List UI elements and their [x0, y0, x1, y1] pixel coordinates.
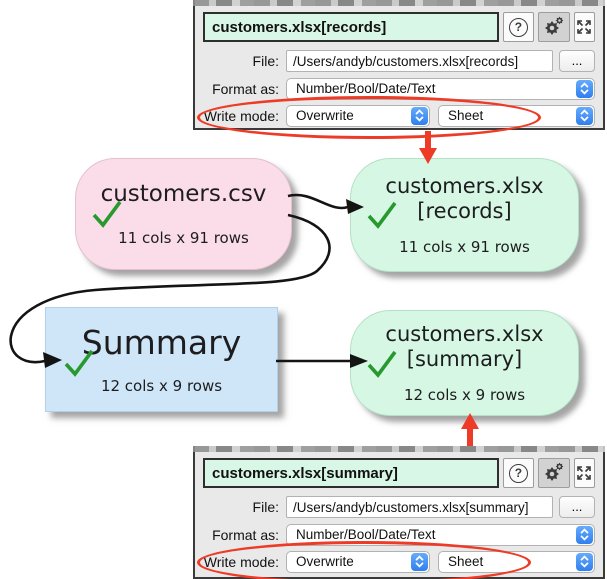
stepper-icon: [576, 525, 593, 544]
settings-button[interactable]: [538, 458, 570, 488]
node-customers-csv[interactable]: customers.csv 11 cols x 91 rows: [75, 158, 292, 270]
write-mode-select[interactable]: Overwrite: [286, 104, 430, 127]
expand-button[interactable]: [573, 12, 595, 42]
node-summary-transform[interactable]: Summary 12 cols x 9 rows: [45, 307, 278, 412]
node-stats: 11 cols x 91 rows: [399, 237, 530, 256]
torn-screenshot-edge: [193, 446, 605, 452]
question-mark-icon: ?: [508, 17, 528, 37]
write-target-select[interactable]: Sheet: [438, 550, 595, 573]
settings-button[interactable]: [538, 12, 570, 42]
node-stats: 12 cols x 9 rows: [100, 376, 223, 395]
success-check-icon: [92, 201, 122, 229]
node-title-file: customers.xlsx: [385, 174, 544, 199]
expand-arrows-icon: [577, 466, 592, 480]
browse-button[interactable]: ...: [559, 496, 595, 518]
node-title-file: customers.xlsx: [385, 322, 544, 347]
node-customers-xlsx-records[interactable]: customers.xlsx [records] 11 cols x 91 ro…: [350, 158, 579, 272]
file-path-field[interactable]: /Users/andyb/customers.xlsx[summary]: [286, 496, 553, 518]
file-path-field[interactable]: /Users/andyb/customers.xlsx[records]: [286, 50, 553, 72]
output-settings-panel-records: customers.xlsx[records] ?: [193, 0, 605, 139]
gear-icon: [545, 462, 564, 481]
file-label: File:: [252, 53, 279, 69]
node-title: Summary: [81, 323, 242, 363]
expand-arrows-icon: [577, 20, 592, 34]
format-as-select[interactable]: Number/Bool/Date/Text: [286, 77, 595, 100]
write-mode-value: Overwrite: [296, 108, 354, 123]
node-title-ref: [records]: [417, 199, 512, 223]
stepper-icon: [576, 106, 593, 125]
torn-screenshot-edge: [193, 0, 605, 6]
format-as-select[interactable]: Number/Bool/Date/Text: [286, 523, 595, 546]
write-mode-label: Write mode:: [203, 553, 279, 570]
expand-button[interactable]: [573, 458, 595, 488]
gear-icon: [545, 16, 564, 35]
write-mode-label: Write mode:: [203, 107, 279, 124]
write-target-select[interactable]: Sheet: [438, 104, 595, 127]
node-customers-xlsx-summary[interactable]: customers.xlsx [summary] 12 cols x 9 row…: [350, 310, 579, 416]
node-title-ref: [summary]: [406, 347, 523, 371]
node-title: customers.xlsx [summary]: [385, 322, 543, 372]
format-as-value: Number/Bool/Date/Text: [296, 527, 436, 542]
write-target-value: Sheet: [448, 554, 484, 569]
question-mark-icon: ?: [508, 463, 528, 483]
browse-button[interactable]: ...: [559, 50, 595, 72]
wire-csv-to-records: [287, 193, 349, 210]
success-check-icon: [64, 350, 94, 377]
success-check-icon: [367, 351, 397, 379]
success-check-icon: [367, 202, 397, 229]
format-as-value: Number/Bool/Date/Text: [296, 81, 436, 96]
node-title: customers.csv: [100, 181, 267, 208]
output-settings-panel-summary: customers.xlsx[summary] ?: [193, 446, 605, 579]
write-mode-select[interactable]: Overwrite: [286, 550, 430, 573]
format-as-label: Format as:: [212, 526, 279, 543]
node-stats: 12 cols x 9 rows: [403, 385, 526, 404]
file-label: File:: [252, 499, 279, 515]
node-stats: 11 cols x 91 rows: [118, 228, 249, 247]
format-as-label: Format as:: [212, 80, 279, 97]
write-target-value: Sheet: [448, 108, 484, 123]
stepper-icon: [576, 79, 593, 98]
stepper-icon: [411, 552, 428, 571]
panel-title: customers.xlsx[records]: [203, 12, 499, 42]
help-button[interactable]: ?: [502, 12, 535, 42]
stepper-icon: [576, 552, 593, 571]
stepper-icon: [411, 106, 428, 125]
write-mode-value: Overwrite: [296, 554, 354, 569]
node-title: customers.xlsx [records]: [385, 174, 543, 224]
panel-title: customers.xlsx[summary]: [203, 458, 499, 488]
help-button[interactable]: ?: [502, 458, 535, 488]
